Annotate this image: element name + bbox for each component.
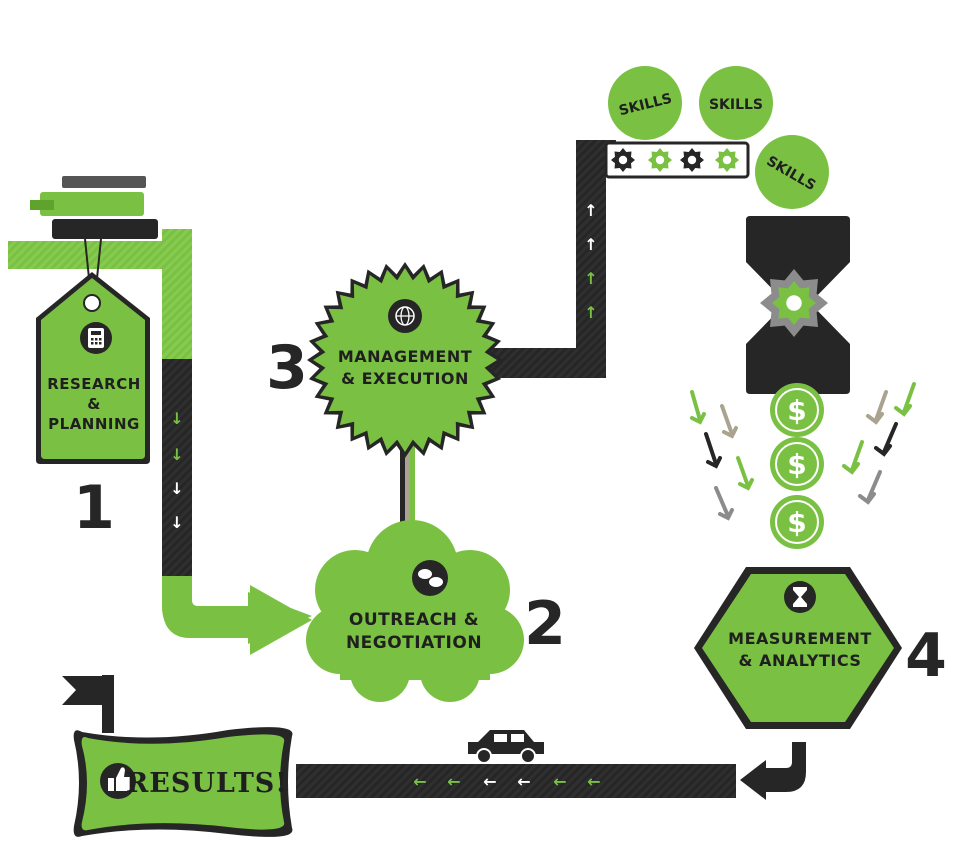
outreach-line-1: OUTREACH & bbox=[349, 610, 479, 630]
chat-bubbles-icon bbox=[412, 560, 448, 596]
results-banner bbox=[73, 727, 293, 837]
conveyor-gear-icon-4 bbox=[715, 148, 739, 172]
dollar-coin-3: $ bbox=[770, 495, 824, 549]
globe-icon bbox=[388, 299, 422, 333]
skill-ball-1: SKILLS bbox=[608, 66, 682, 140]
skill-label-2: SKILLS bbox=[709, 97, 763, 113]
return-arrow bbox=[740, 742, 806, 800]
money-coins: $ $ $ bbox=[770, 383, 824, 549]
svg-text:↓: ↓ bbox=[170, 513, 183, 532]
conveyor-gear-icon-1 bbox=[611, 148, 635, 172]
dollar-sign-1: $ bbox=[787, 394, 806, 427]
hourglass-gear-icon bbox=[760, 269, 828, 337]
dollar-sign-2: $ bbox=[787, 448, 806, 481]
hourglass-icon bbox=[784, 581, 816, 613]
skill-ball-2: SKILLS bbox=[699, 66, 773, 140]
outreach-line-2: NEGOTIATION bbox=[346, 633, 482, 653]
svg-text:←: ← bbox=[517, 772, 530, 791]
hourglass-inner-gear-icon bbox=[772, 281, 816, 325]
step-number-2: 2 bbox=[524, 589, 566, 659]
svg-text:←: ← bbox=[587, 772, 600, 791]
svg-text:↓: ↓ bbox=[170, 479, 183, 498]
step-number-1: 1 bbox=[73, 473, 115, 543]
road-track: ← ← ← ← ← ← bbox=[296, 764, 736, 798]
car-icon bbox=[468, 730, 544, 764]
svg-text:↓: ↓ bbox=[170, 409, 183, 428]
dollar-sign-3: $ bbox=[787, 506, 806, 539]
svg-text:←: ← bbox=[447, 772, 460, 791]
svg-text:↑: ↑ bbox=[584, 269, 597, 288]
research-line-3: PLANNING bbox=[48, 415, 140, 433]
research-planning-tag: RESEARCH & PLANNING bbox=[36, 238, 150, 464]
dollar-coin-2: $ bbox=[770, 437, 824, 491]
results-label: RESULTS! bbox=[126, 768, 288, 799]
pipe-3-to-skills: ↑ ↑ ↑ ↑ bbox=[490, 140, 616, 378]
svg-text:←: ← bbox=[553, 772, 566, 791]
pipe-1-to-2: ↓ ↓ ↓ ↓ bbox=[162, 229, 312, 655]
skills-conveyor bbox=[604, 141, 750, 179]
research-line-1: RESEARCH bbox=[47, 375, 141, 393]
step-number-3: 3 bbox=[266, 333, 308, 403]
measurement-hexagon bbox=[694, 567, 902, 729]
measurement-line-1: MEASUREMENT bbox=[728, 629, 872, 648]
books-icon bbox=[30, 176, 158, 239]
svg-text:↑: ↑ bbox=[584, 303, 597, 322]
research-line-2: & bbox=[87, 395, 101, 413]
calculator-icon bbox=[80, 322, 112, 354]
svg-text:↑: ↑ bbox=[584, 201, 597, 220]
svg-text:↓: ↓ bbox=[170, 445, 183, 464]
flag-icon bbox=[62, 675, 114, 733]
falling-arrows bbox=[690, 382, 916, 521]
management-starburst bbox=[307, 262, 503, 458]
conveyor-gear-icon-2 bbox=[648, 148, 672, 172]
skill-ball-3: SKILLS bbox=[755, 135, 829, 209]
management-line-2: & EXECUTION bbox=[341, 369, 469, 388]
svg-text:←: ← bbox=[413, 772, 426, 791]
management-line-1: MANAGEMENT bbox=[338, 347, 472, 366]
svg-text:←: ← bbox=[483, 772, 496, 791]
measurement-line-2: & ANALYTICS bbox=[739, 651, 862, 670]
step-number-4: 4 bbox=[905, 621, 947, 691]
svg-text:↑: ↑ bbox=[584, 235, 597, 254]
dollar-coin-1: $ bbox=[770, 383, 824, 437]
thumbs-up-icon bbox=[100, 763, 136, 799]
conveyor-gear-icon-3 bbox=[680, 148, 704, 172]
pipe-2-to-3 bbox=[400, 440, 415, 560]
